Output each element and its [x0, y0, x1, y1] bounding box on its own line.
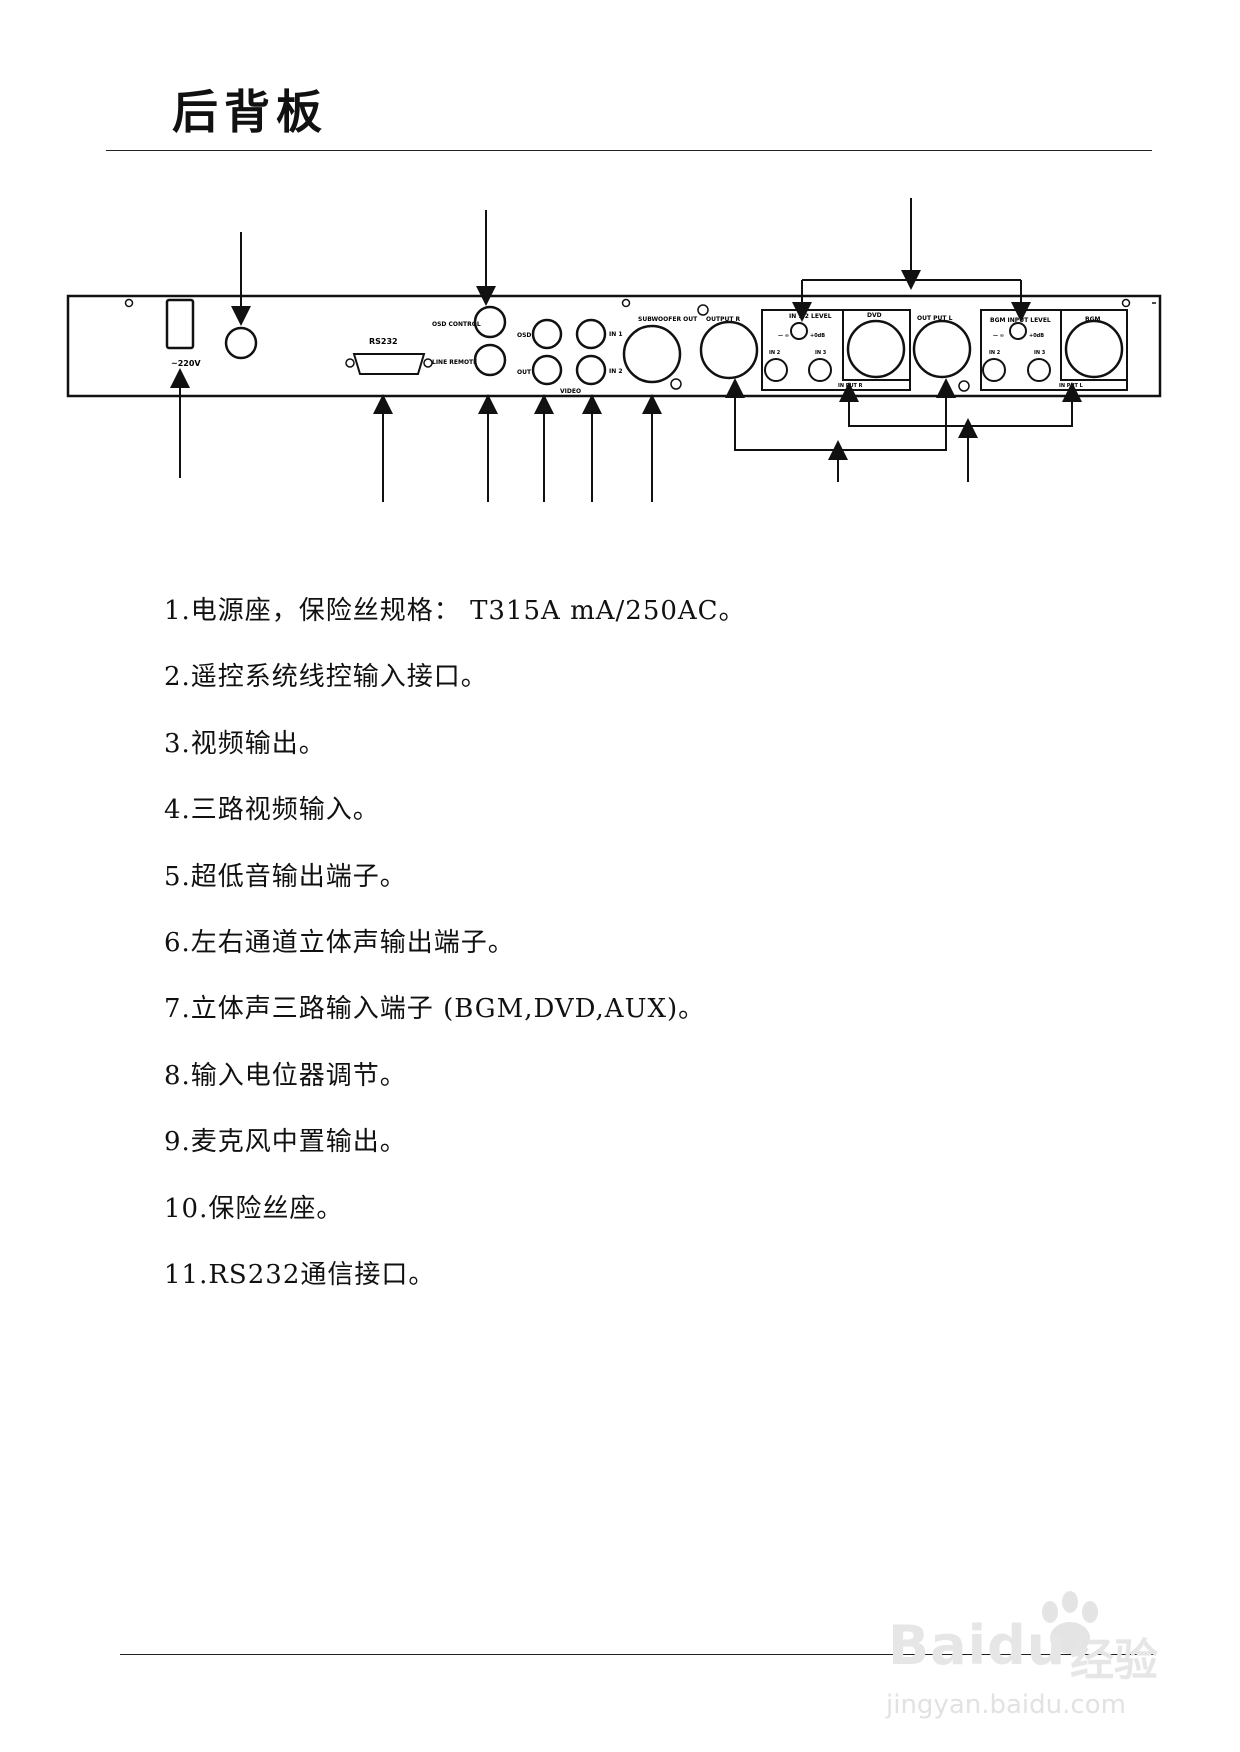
- svg-text:OUTPUT R: OUTPUT R: [706, 316, 741, 323]
- level-pot-2: [1009, 322, 1027, 340]
- callout-arrows-top: [231, 198, 1031, 326]
- list-item: 2.遥控系统线控输入接口。: [164, 662, 488, 693]
- rs232-port: [352, 353, 426, 375]
- svg-text:— ∞: — ∞: [993, 333, 1004, 339]
- svg-text:IN 3: IN 3: [1034, 350, 1046, 356]
- panel-body: [66, 294, 1162, 398]
- svg-text:SUBWOOFER OUT: SUBWOOFER OUT: [638, 316, 698, 323]
- svg-text:— ∞: — ∞: [778, 333, 789, 339]
- svg-text:+0dB: +0dB: [1029, 333, 1044, 339]
- svg-text:BGM: BGM: [1085, 316, 1100, 323]
- list-item: 1.电源座，保险丝规格： T315A mA/250AC。: [164, 596, 746, 626]
- list-item: 9.麦克风中置输出。: [164, 1127, 407, 1158]
- bgm-connector: [1064, 319, 1124, 379]
- subwoofer-out-connector: [622, 324, 682, 384]
- watermark-cn: 经验: [1070, 1635, 1158, 1686]
- video-in1-jack: [575, 318, 607, 350]
- osd-control-jack: [473, 305, 507, 339]
- svg-text:VIDEO: VIDEO: [560, 388, 581, 395]
- output-r-connector: [699, 320, 759, 380]
- video-in2-jack: [575, 354, 607, 386]
- power-socket: [165, 298, 195, 350]
- svg-text:IN 1,2 LEVEL: IN 1,2 LEVEL: [789, 313, 832, 320]
- svg-text:IN 3: IN 3: [815, 350, 827, 356]
- svg-text:OUT PUT L: OUT PUT L: [917, 315, 953, 322]
- voltage-label: ~220V: [171, 359, 201, 368]
- description-list: 1.电源座，保险丝规格： T315A mA/250AC。 2.遥控系统线控输入接…: [164, 596, 746, 1326]
- bottom-divider: [120, 1654, 1155, 1655]
- dvd-connector: [846, 319, 906, 379]
- baidu-watermark: Baidu 经验 jingyan.baidu.com: [880, 1590, 1180, 1730]
- list-item: 4.三路视频输入。: [164, 795, 380, 826]
- line-remote-label: LINE REMOTE: [432, 359, 477, 366]
- callout-arrows-bottom: [170, 368, 1082, 502]
- level-pot-1: [790, 322, 808, 340]
- list-item: 6.左右通道立体声输出端子。: [164, 927, 515, 958]
- list-item: 5.超低音输出端子。: [164, 861, 407, 892]
- list-item: 8.输入电位器调节。: [164, 1060, 407, 1091]
- svg-text:OUT: OUT: [517, 369, 532, 376]
- output-l-connector: [912, 319, 972, 379]
- list-item: 11.RS232通信接口。: [164, 1259, 436, 1290]
- paw-icon: [1042, 1591, 1098, 1654]
- fuse-holder: [224, 326, 258, 360]
- watermark-brand: Baidu: [888, 1614, 1067, 1677]
- svg-text:IN 1: IN 1: [609, 331, 623, 338]
- watermark-url: jingyan.baidu.com: [886, 1690, 1126, 1720]
- svg-text:DVD: DVD: [867, 312, 882, 319]
- video-out-jack: [531, 354, 563, 386]
- rear-panel-diagram: ~220V RS232 OSD CONTROL LINE REMOTE OSD …: [66, 198, 1162, 502]
- rs232-label: RS232: [369, 337, 398, 346]
- page-title: 后背板: [172, 85, 328, 139]
- list-item: 7.立体声三路输入端子 (BGM,DVD,AUX)。: [164, 994, 706, 1025]
- svg-text:IN 2: IN 2: [989, 350, 1001, 356]
- svg-text:IN 2: IN 2: [769, 350, 781, 356]
- line-remote-jack: [473, 343, 507, 377]
- osd-control-label: OSD CONTROL: [432, 321, 481, 328]
- svg-text:OSD: OSD: [517, 332, 531, 339]
- svg-text:+0dB: +0dB: [810, 333, 825, 339]
- list-item: 3.视频输出。: [164, 728, 326, 759]
- top-divider: [106, 150, 1152, 151]
- svg-text:IN PUT L: IN PUT L: [1059, 383, 1084, 389]
- svg-text:IN 2: IN 2: [609, 368, 623, 375]
- svg-text:IN PUT R: IN PUT R: [838, 383, 863, 389]
- list-item: 10.保险丝座。: [164, 1193, 344, 1224]
- video-osd-jack: [531, 318, 563, 350]
